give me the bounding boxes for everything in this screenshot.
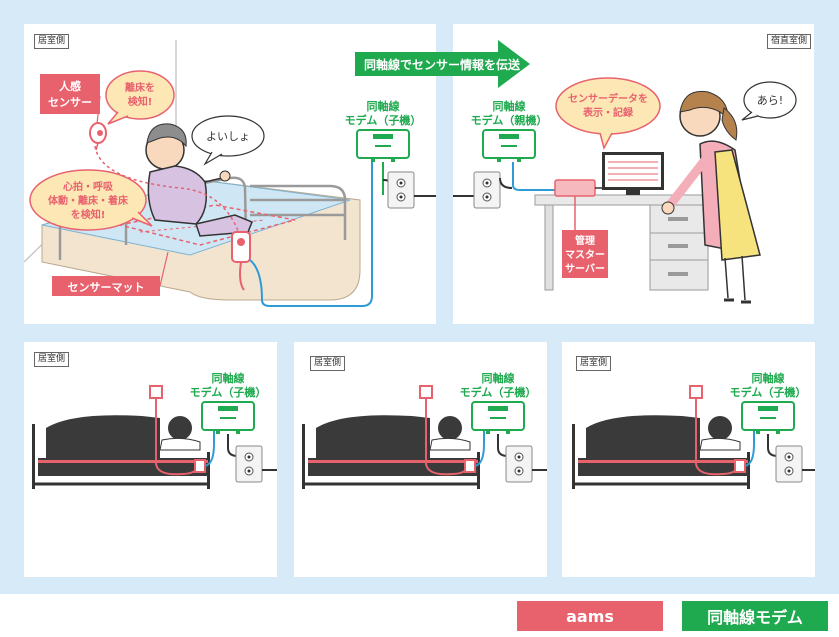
modem-child-room2 bbox=[471, 401, 525, 435]
svg-text:同軸線: 同軸線 bbox=[482, 371, 515, 385]
bubble-sensor-data: センサーデータを 表示・記録 bbox=[555, 77, 661, 151]
office-desk bbox=[534, 194, 714, 291]
svg-text:離床を: 離床を bbox=[125, 81, 155, 94]
svg-text:センサー: センサー bbox=[48, 96, 92, 109]
modem-child-label-room3: 同軸線 モデム（子機） bbox=[730, 371, 807, 399]
modem-child-label-room1: 同軸線 モデム（子機） bbox=[190, 371, 267, 399]
svg-text:を検知!: を検知! bbox=[71, 208, 106, 221]
monitor bbox=[602, 152, 664, 195]
svg-text:同軸線: 同軸線 bbox=[367, 99, 400, 113]
svg-text:同軸線: 同軸線 bbox=[493, 99, 526, 113]
svg-text:同軸線: 同軸線 bbox=[212, 371, 245, 385]
modem-child-label-room2: 同軸線 モデム（子機） bbox=[460, 371, 537, 399]
legend-modem: 同軸線モデム bbox=[682, 601, 828, 631]
modem-child-main bbox=[356, 129, 410, 163]
room-tag-resident-1: 居室側 bbox=[34, 352, 70, 367]
modem-child-room1 bbox=[201, 401, 255, 435]
room-tag-resident: 居室側 bbox=[34, 34, 70, 49]
bubble-resident-speech: よいしょ bbox=[191, 115, 265, 166]
svg-text:表示・記録: 表示・記録 bbox=[582, 106, 634, 119]
svg-text:サーバー: サーバー bbox=[565, 263, 605, 275]
aams-bedside-unit bbox=[231, 231, 251, 291]
bubble-vitals: 心拍・呼吸 体動・離床・着床 を検知! bbox=[29, 169, 153, 231]
svg-text:マスター: マスター bbox=[565, 249, 605, 261]
modem-child-label-main: 同軸線 モデム（子機） bbox=[345, 99, 422, 127]
svg-text:モデム（子機）: モデム（子機） bbox=[345, 113, 422, 127]
legend-aams: aams bbox=[517, 601, 663, 631]
svg-text:検知!: 検知! bbox=[128, 95, 153, 108]
svg-text:モデム（子機）: モデム（子機） bbox=[460, 385, 537, 399]
wall-outlet-room2 bbox=[505, 445, 533, 483]
banner-text: 同軸線でセンサー情報を伝送 bbox=[364, 57, 521, 72]
wall-outlet-duty bbox=[473, 171, 501, 209]
wall-outlet-main bbox=[387, 171, 415, 209]
modem-child-room3 bbox=[741, 401, 795, 435]
svg-text:管理: 管理 bbox=[575, 234, 595, 247]
svg-text:心拍・呼吸: 心拍・呼吸 bbox=[63, 180, 114, 193]
room-tag-resident-2: 居室側 bbox=[310, 356, 346, 371]
wall-outlet-room1 bbox=[235, 445, 263, 483]
motion-sensor-device bbox=[89, 122, 107, 151]
staff-figure bbox=[661, 90, 761, 304]
transmission-arrow: 同軸線でセンサー情報を伝送 bbox=[355, 40, 530, 88]
master-server-device bbox=[554, 179, 612, 232]
wall-outlet-room3 bbox=[775, 445, 803, 483]
bubble-staff-speech: あら! bbox=[741, 81, 797, 121]
svg-text:モデム（子機）: モデム（子機） bbox=[190, 385, 267, 399]
svg-text:人感: 人感 bbox=[59, 79, 81, 93]
svg-text:体動・離床・着床: 体動・離床・着床 bbox=[48, 194, 129, 207]
room-tag-resident-3: 居室側 bbox=[576, 356, 612, 371]
bubble-bed-exit: 離床を 検知! bbox=[105, 70, 175, 125]
svg-text:センサーデータを: センサーデータを bbox=[568, 92, 648, 105]
mini-room-3 bbox=[570, 384, 756, 491]
svg-text:モデム（親機）: モデム（親機） bbox=[471, 113, 548, 127]
svg-text:センサーマット: センサーマット bbox=[68, 281, 145, 294]
motion-sensor-label: 人感 センサー bbox=[40, 74, 101, 125]
modem-parent bbox=[482, 129, 536, 163]
server-label: 管理 マスター サーバー bbox=[562, 230, 608, 278]
sensor-mat-label: センサーマット bbox=[52, 251, 169, 296]
room-tag-night-duty: 宿直室側 bbox=[767, 34, 812, 49]
svg-text:よいしょ: よいしょ bbox=[206, 130, 250, 143]
svg-text:モデム（子機）: モデム（子機） bbox=[730, 385, 807, 399]
modem-parent-label: 同軸線 モデム（親機） bbox=[471, 99, 548, 127]
mini-room-1 bbox=[30, 384, 216, 491]
svg-text:あら!: あら! bbox=[757, 94, 783, 107]
resident-figure bbox=[145, 123, 253, 237]
mini-room-2 bbox=[300, 384, 486, 491]
svg-text:同軸線: 同軸線 bbox=[752, 371, 785, 385]
